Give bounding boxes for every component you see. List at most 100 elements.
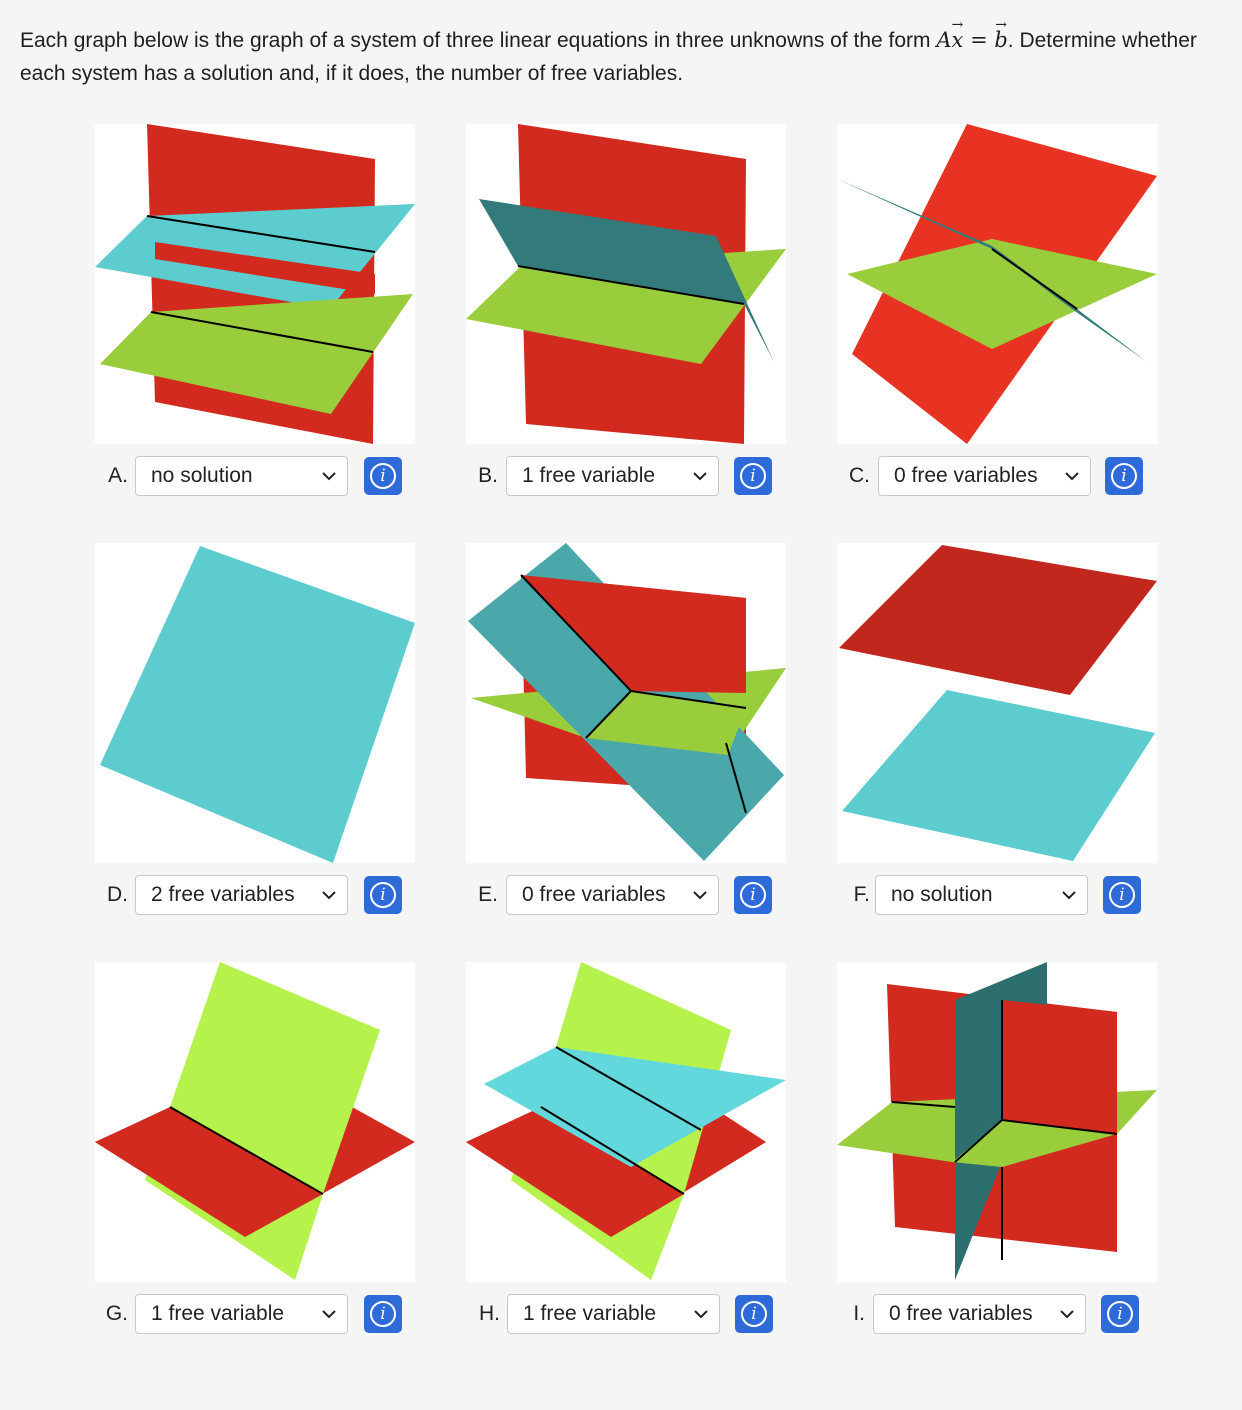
label-b: B. xyxy=(478,464,498,487)
label-d: D. xyxy=(107,883,128,906)
selected-value: 0 free variables xyxy=(894,464,1038,487)
plane-red-front xyxy=(466,1107,684,1237)
label-h: H. xyxy=(479,1302,500,1325)
info-icon: i xyxy=(741,1301,767,1327)
intersection-line xyxy=(1001,1119,1118,1135)
info-button-i[interactable]: i xyxy=(1101,1295,1139,1333)
plane-red-between xyxy=(155,242,375,294)
label-f: F. xyxy=(853,883,870,906)
graph-a xyxy=(95,124,415,444)
plane-cyan xyxy=(842,690,1155,861)
label-g: G. xyxy=(105,1302,128,1325)
plane-cyan xyxy=(484,1047,786,1167)
intersection-line xyxy=(540,1106,685,1195)
info-button-a[interactable]: i xyxy=(364,457,402,495)
prompt-text-before: Each graph below is the graph of a syste… xyxy=(20,29,937,52)
intersection-line xyxy=(169,1106,324,1195)
info-button-d[interactable]: i xyxy=(364,876,402,914)
plane-lime-front xyxy=(952,1120,1117,1167)
chevron-down-icon xyxy=(1065,472,1079,481)
info-button-b[interactable]: i xyxy=(734,457,772,495)
info-icon: i xyxy=(740,882,766,908)
info-button-f[interactable]: i xyxy=(1103,876,1141,914)
math-equals: = xyxy=(963,28,995,52)
math-vector-b: b xyxy=(994,24,1007,57)
plane-red-front xyxy=(1002,1000,1117,1134)
chevron-down-icon xyxy=(1060,1310,1074,1319)
intersection-line xyxy=(725,742,747,814)
intersection-line xyxy=(954,1119,1003,1163)
intersection-line xyxy=(891,1101,956,1108)
answer-select-g[interactable]: 1 free variable xyxy=(135,1294,348,1334)
label-c: C. xyxy=(849,464,870,487)
graph-g-planes xyxy=(95,962,415,1280)
graph-b xyxy=(466,124,786,444)
graph-f-planes xyxy=(839,545,1157,861)
plane-red-front xyxy=(95,1107,323,1237)
info-icon: i xyxy=(370,1301,396,1327)
info-button-h[interactable]: i xyxy=(735,1295,773,1333)
info-icon: i xyxy=(1109,882,1135,908)
chevron-down-icon xyxy=(1062,891,1076,900)
chevron-down-icon xyxy=(322,891,336,900)
answer-select-f[interactable]: no solution xyxy=(875,875,1088,915)
info-icon: i xyxy=(740,463,766,489)
answer-select-c[interactable]: 0 free variables xyxy=(878,456,1091,496)
graph-h-planes xyxy=(466,962,786,1280)
label-i: I. xyxy=(853,1302,865,1325)
math-vector-x: x xyxy=(952,24,964,57)
intersection-line xyxy=(517,265,745,305)
plane-teal xyxy=(479,199,774,362)
info-button-g[interactable]: i xyxy=(364,1295,402,1333)
info-button-c[interactable]: i xyxy=(1105,457,1143,495)
answer-select-a[interactable]: no solution xyxy=(135,456,348,496)
info-button-e[interactable]: i xyxy=(734,876,772,914)
chevron-down-icon xyxy=(694,1310,708,1319)
graph-c xyxy=(837,124,1157,444)
graph-f xyxy=(837,543,1157,863)
plane-cyan xyxy=(100,546,415,863)
graph-e-planes xyxy=(468,543,786,861)
prompt-text-after: . Determine whether each system has a so… xyxy=(20,29,1197,85)
intersection-line xyxy=(520,574,632,692)
answer-select-e[interactable]: 0 free variables xyxy=(506,875,719,915)
math-matrix-a: A xyxy=(936,28,952,52)
chevron-down-icon xyxy=(693,472,707,481)
problem-prompt: Each graph below is the graph of a syste… xyxy=(20,24,1220,90)
graph-c-planes xyxy=(837,124,1157,444)
chevron-down-icon xyxy=(322,1310,336,1319)
graph-h xyxy=(466,962,786,1282)
selected-value: 1 free variable xyxy=(523,1302,657,1325)
info-icon: i xyxy=(370,882,396,908)
plane-lime-front xyxy=(586,691,746,755)
answer-select-d[interactable]: 2 free variables xyxy=(135,875,348,915)
graph-e xyxy=(466,543,786,863)
answer-select-h[interactable]: 1 free variable xyxy=(507,1294,720,1334)
math-expression: Ax = b xyxy=(936,28,1007,52)
label-e: E. xyxy=(478,883,498,906)
intersection-line xyxy=(555,1046,702,1131)
graph-d-planes xyxy=(100,546,415,863)
info-icon: i xyxy=(1107,1301,1133,1327)
graph-a-planes xyxy=(95,124,415,444)
answer-select-b[interactable]: 1 free variable xyxy=(506,456,719,496)
label-a: A. xyxy=(108,464,128,487)
intersection-line xyxy=(146,215,376,253)
intersection-line xyxy=(585,690,632,739)
selected-value: 2 free variables xyxy=(151,883,295,906)
selected-value: no solution xyxy=(151,464,253,487)
plane-red xyxy=(839,545,1157,695)
plane-lime xyxy=(847,239,1157,349)
plane-red-front xyxy=(521,575,746,693)
selected-value: 1 free variable xyxy=(522,464,656,487)
answer-select-i[interactable]: 0 free variables xyxy=(873,1294,1086,1334)
selected-value: 0 free variables xyxy=(522,883,666,906)
graph-b-planes xyxy=(466,124,786,444)
chevron-down-icon xyxy=(322,472,336,481)
intersection-line xyxy=(150,311,374,353)
chevron-down-icon xyxy=(693,891,707,900)
info-icon: i xyxy=(1111,463,1137,489)
graph-i-planes xyxy=(837,962,1157,1280)
intersection-line xyxy=(991,248,1078,310)
info-icon: i xyxy=(370,463,396,489)
